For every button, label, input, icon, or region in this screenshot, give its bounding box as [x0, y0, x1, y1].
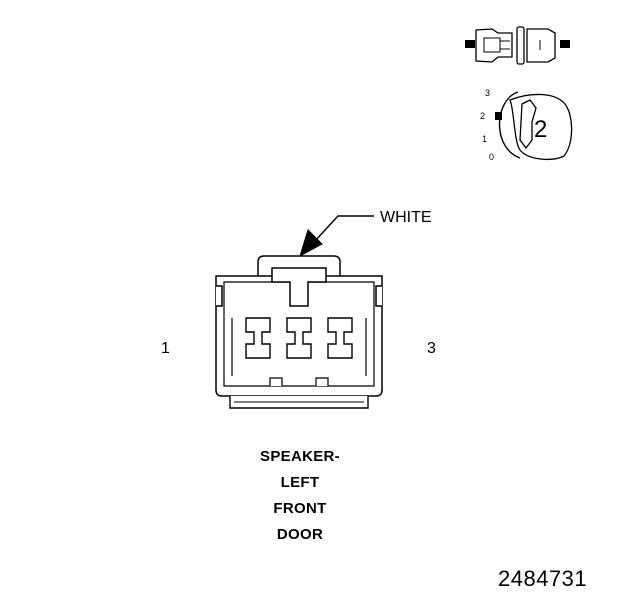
color-leader: [299, 215, 374, 258]
view-index-mark: 3: [485, 88, 491, 98]
cavity-3: [327, 317, 353, 359]
view-rotation-icon: [495, 91, 573, 161]
terminal-cavities: [245, 317, 353, 359]
view-index-mark: 1: [482, 134, 488, 144]
connector-name-line-2: LEFT: [280, 474, 320, 491]
pin-label-right: 3: [427, 340, 436, 357]
pin-label-left: 1: [161, 340, 170, 357]
reference-number: 2484731: [498, 566, 588, 591]
view-index-mark: 0: [489, 152, 495, 162]
connector-name-line-1: SPEAKER-: [260, 448, 340, 465]
wire-color-label: WHITE: [380, 209, 432, 226]
mating-connector-icon: [465, 26, 570, 65]
connector-name-line-4: DOOR: [276, 526, 324, 543]
view-number: 2: [534, 116, 548, 143]
cavity-2: [286, 317, 312, 359]
cavity-1: [245, 317, 271, 359]
connector-name-line-3: FRONT: [273, 500, 327, 517]
view-index-mark: 2: [480, 111, 486, 121]
